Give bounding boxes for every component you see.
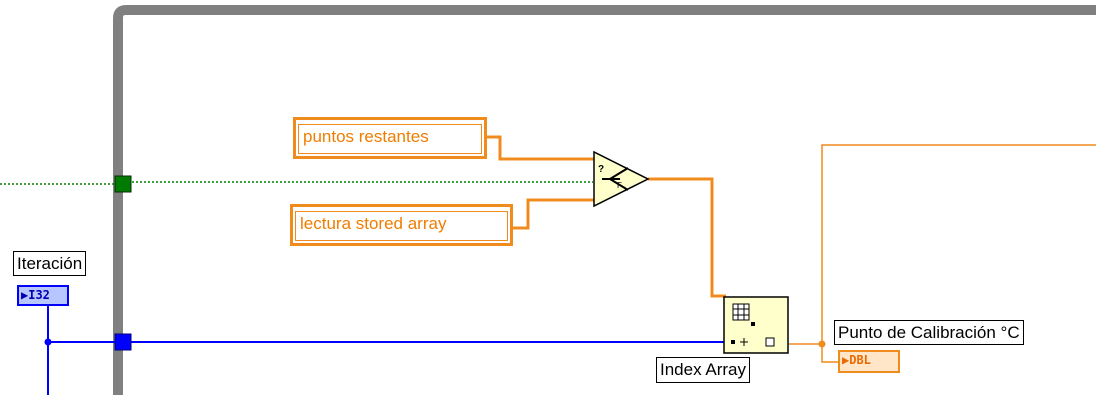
wire-junction-orange	[818, 340, 826, 348]
punto-calibracion-label: Punto de Calibración °C	[834, 320, 1024, 345]
puntos-wire[interactable]	[487, 135, 596, 161]
element-wire-to-indicator[interactable]	[821, 344, 844, 363]
play-arrow-icon: ▶	[842, 353, 850, 367]
svg-text:?: ?	[598, 164, 604, 175]
index-array-node[interactable]	[723, 296, 789, 354]
element-wire[interactable]	[789, 144, 1096, 345]
lectura-stored-array-text: lectura stored array	[295, 211, 508, 241]
loop-structure-frame[interactable]	[113, 5, 1096, 395]
boolean-tunnel[interactable]	[114, 175, 132, 193]
punto-calibracion-type: DBL	[849, 353, 871, 367]
wire-junction-blue	[44, 338, 52, 346]
iteration-tunnel[interactable]	[114, 333, 132, 351]
iteracion-terminal[interactable]: ▶I32	[17, 285, 69, 306]
iteracion-label: Iteración	[13, 251, 87, 276]
svg-text:F: F	[617, 181, 622, 190]
punto-calibracion-terminal[interactable]: ▶DBL	[838, 350, 900, 373]
iteracion-type: I32	[28, 288, 50, 302]
lectura-stored-array-constant[interactable]: lectura stored array	[290, 204, 513, 246]
select-node[interactable]: ? F	[593, 150, 650, 208]
select-output-wire[interactable]	[648, 177, 726, 298]
play-arrow-icon: ▶	[21, 288, 29, 302]
puntos-restantes-text: puntos restantes	[298, 124, 482, 154]
lectura-wire[interactable]	[513, 198, 596, 230]
index-array-label: Index Array	[656, 357, 750, 383]
puntos-restantes-constant[interactable]: puntos restantes	[293, 117, 487, 159]
